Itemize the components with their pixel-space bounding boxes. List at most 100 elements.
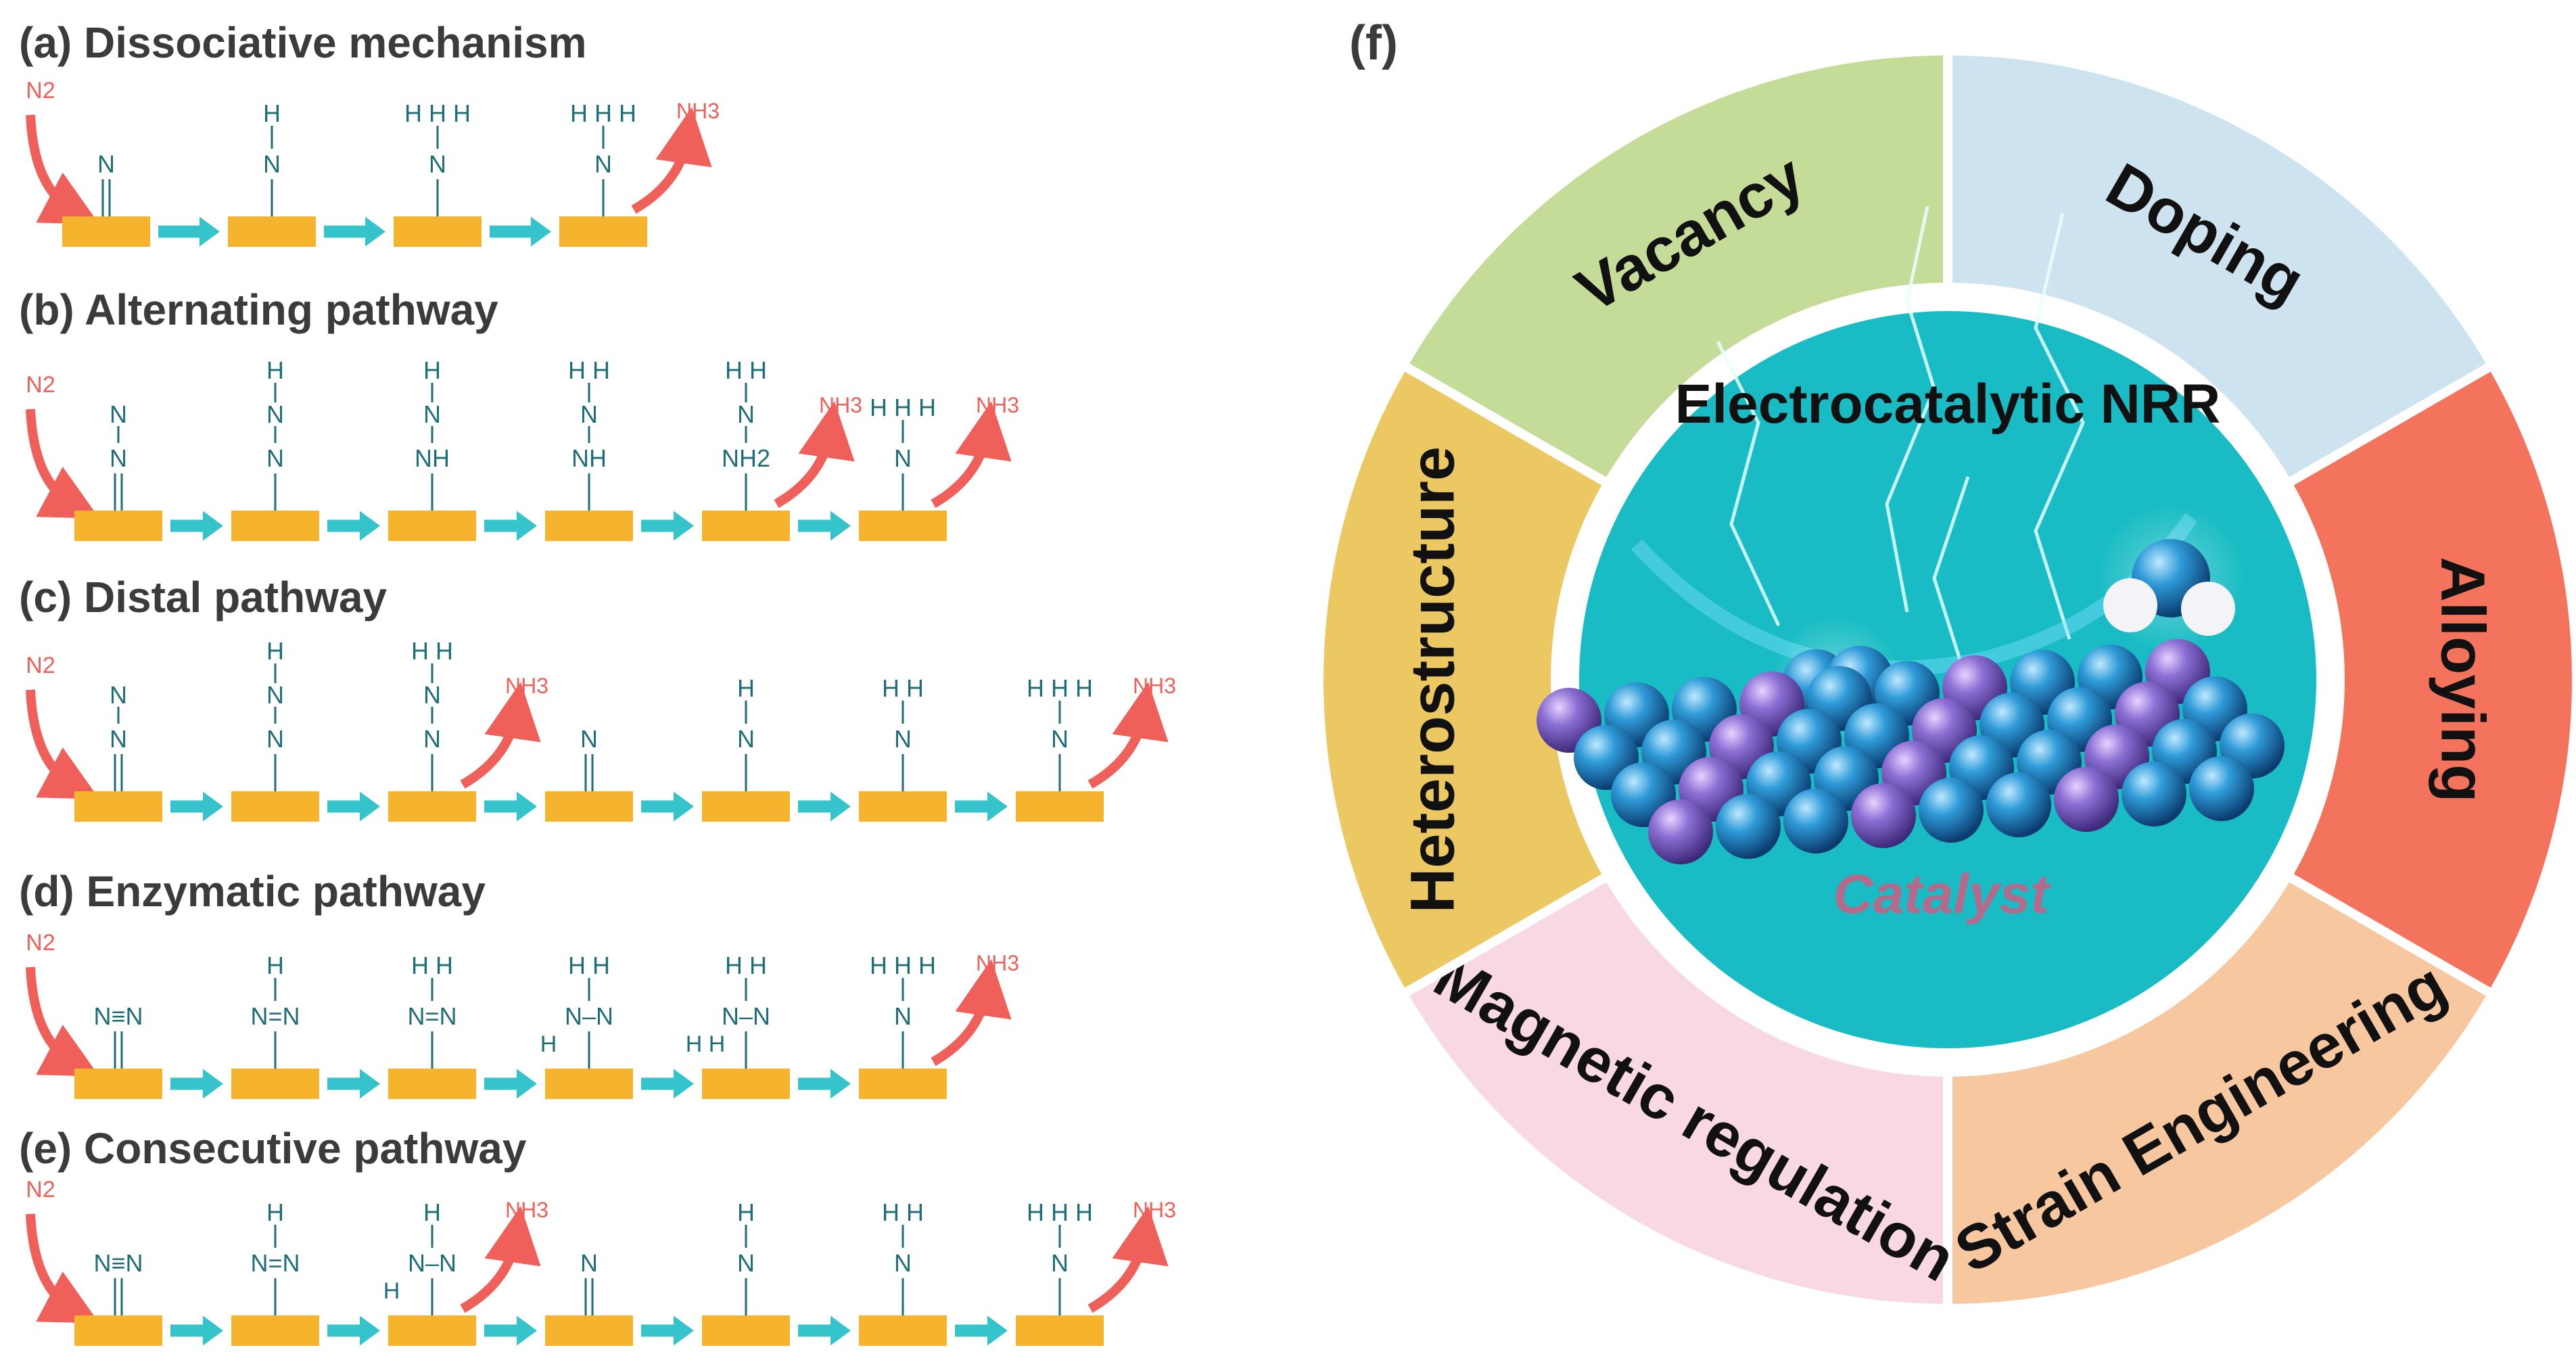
nh3-h-atom xyxy=(2181,582,2235,636)
nh3-arrow xyxy=(1087,682,1169,789)
catalyst-site xyxy=(388,791,476,822)
catalyst-site xyxy=(559,216,647,247)
catalyst-label: Catalyst xyxy=(1833,864,2051,925)
catalyst-lattice xyxy=(1537,639,2285,864)
atom-line-3: N xyxy=(1051,1249,1069,1277)
panel-title: (a) Dissociative mechanism xyxy=(19,18,586,67)
catalyst-atom xyxy=(2189,756,2254,821)
intermediate-1: N≡N xyxy=(74,1002,223,1099)
atom-line-1: H H xyxy=(411,952,453,979)
ring-segment-strain-engineering xyxy=(1943,869,2499,1314)
atom-line-1: H H H xyxy=(870,394,936,421)
catalyst-site xyxy=(231,511,319,541)
atom-line-3: N–N xyxy=(565,1002,613,1030)
step-arrow xyxy=(484,791,537,822)
atom-line-3: N xyxy=(423,725,441,753)
catalyst-site xyxy=(228,216,316,247)
n2-arrow xyxy=(26,689,100,799)
catalyst-site xyxy=(545,791,633,822)
nh3-arrow xyxy=(460,1206,541,1313)
atom-line-3: N xyxy=(266,444,284,472)
atom-line-1: H H H xyxy=(1027,674,1093,702)
intermediate-1: N xyxy=(62,150,220,247)
nh3-arrow xyxy=(931,401,1012,509)
atom-line-3: N≡N xyxy=(93,1002,143,1030)
step-arrow xyxy=(158,216,220,247)
step-arrow xyxy=(170,511,223,541)
nh3-arrow xyxy=(774,401,855,509)
catalyst-atom xyxy=(1919,778,1984,843)
atom-line-3: N=N xyxy=(250,1002,300,1030)
atom-line-3: N xyxy=(894,1002,912,1030)
intermediate-2: NNH xyxy=(231,356,380,541)
step-arrow xyxy=(327,1315,380,1346)
atom-line-1: H xyxy=(266,356,284,384)
intermediate-5: NH2 N H H NH3 xyxy=(702,356,862,541)
n2-label: N2 xyxy=(26,372,55,398)
catalyst-site xyxy=(74,791,162,822)
atom-line-3: N xyxy=(429,150,446,178)
intermediate-2: N=NH xyxy=(231,1198,380,1346)
atom-line-1: H H xyxy=(725,952,767,979)
atom-line-3: N xyxy=(894,725,912,753)
catalyst-site xyxy=(545,1069,633,1099)
catalyst-site xyxy=(231,1069,319,1099)
atom-line-1: H H H xyxy=(1027,1198,1093,1226)
ring-segment-doping xyxy=(1943,45,2499,490)
n2-arrow xyxy=(26,966,100,1077)
nh3-label: NH3 xyxy=(1133,674,1176,698)
n2-label: N2 xyxy=(26,1177,55,1202)
atom-line-1: H xyxy=(737,1198,755,1226)
atom-line-3: NH2 xyxy=(722,444,770,472)
intermediate-3: N H H H xyxy=(394,99,551,247)
step-arrow xyxy=(170,791,223,822)
panel-f-label: (f) xyxy=(1349,16,1398,70)
panel-title: (d) Enzymatic pathway xyxy=(19,867,486,916)
atom-line-1: H H xyxy=(725,356,767,384)
step-arrow xyxy=(798,511,851,541)
atom-line-3: N xyxy=(894,444,912,472)
nh3-arrow xyxy=(1087,1206,1169,1313)
n2-label: N2 xyxy=(26,930,55,956)
side-hydrogen: H xyxy=(540,1031,557,1057)
atom-line-1: H H H xyxy=(404,99,471,127)
atom-line-1: H H xyxy=(568,356,610,384)
catalyst-atom xyxy=(2122,762,2186,826)
catalyst-site xyxy=(231,791,319,822)
atom-line-1: H xyxy=(263,99,281,127)
intermediate-1: NN xyxy=(74,681,223,822)
catalyst-site xyxy=(388,511,476,541)
panel-title: (b) Alternating pathway xyxy=(19,285,498,334)
atom-line-1: H xyxy=(266,1198,284,1226)
side-hydrogen: H xyxy=(383,1278,400,1304)
n2-arrow xyxy=(26,408,100,519)
catalyst-site xyxy=(859,511,947,541)
step-arrow xyxy=(170,1315,223,1346)
catalyst-site xyxy=(74,511,162,541)
panel-title: (c) Distal pathway xyxy=(19,573,388,622)
atom-line-3: N xyxy=(580,1249,598,1277)
n2-arrow xyxy=(26,114,100,225)
atom-line-1: H xyxy=(266,952,284,979)
catalyst-site xyxy=(388,1069,476,1099)
step-arrow xyxy=(327,1069,380,1099)
nh3-h-atom xyxy=(2103,578,2157,632)
atom-line-2: N xyxy=(737,400,755,428)
atom-line-3: N xyxy=(737,1249,755,1277)
catalyst-site xyxy=(545,511,633,541)
ring-segment-magnetic-regulation xyxy=(1397,869,1952,1314)
nh3-label: NH3 xyxy=(819,393,862,417)
panel-title: (e) Consecutive pathway xyxy=(19,1124,527,1173)
atom-line-2: N xyxy=(266,681,284,709)
atom-line-1: H H xyxy=(882,1198,924,1226)
atom-line-3: NH xyxy=(415,444,450,472)
step-arrow xyxy=(641,511,694,541)
side-hydrogen: H H xyxy=(686,1031,726,1057)
nh3-arrow xyxy=(631,107,712,214)
